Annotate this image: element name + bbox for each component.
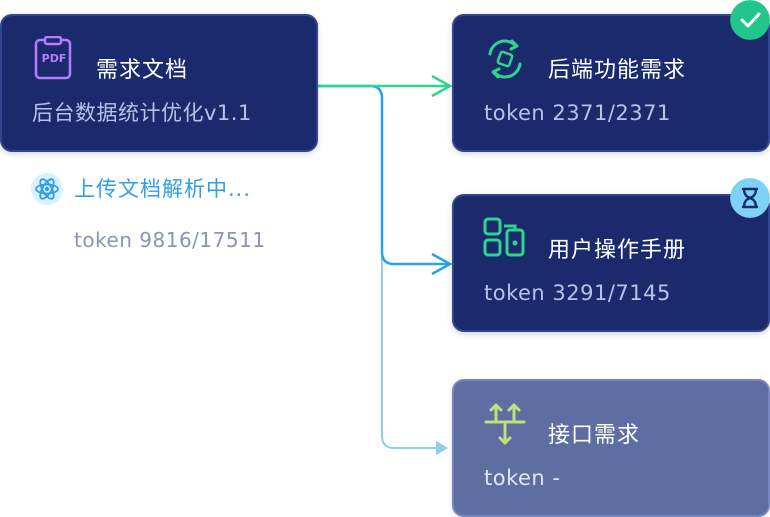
arrowhead-api-requirements — [436, 441, 448, 455]
target-card-user-manual[interactable]: 用户操作手册 token 3291/7145 — [452, 194, 770, 332]
parsing-token-count: token 9816/17511 — [74, 228, 266, 252]
target-card-backend-requirements[interactable]: 后端功能需求 token 2371/2371 — [452, 14, 770, 152]
pdf-icon-label: PDF — [41, 52, 67, 65]
target-card-api-requirements[interactable]: 接口需求 token - — [452, 379, 770, 517]
target-title: 用户操作手册 — [548, 238, 687, 263]
merge-arrows-icon — [484, 403, 526, 445]
target-title: 接口需求 — [548, 423, 641, 448]
hourglass-icon — [730, 178, 770, 218]
atom-icon — [31, 173, 63, 205]
target-token-count: token 3291/7145 — [484, 281, 671, 305]
source-document-card[interactable]: PDF 需求文档 后台数据统计优化v1.1 — [0, 14, 318, 152]
arrowhead-user-manual — [431, 252, 453, 276]
source-title: 需求文档 — [96, 58, 189, 83]
layout-blocks-icon — [483, 217, 525, 257]
target-token-count: token - — [484, 466, 561, 490]
target-title: 后端功能需求 — [548, 58, 687, 83]
checkmark-icon — [730, 0, 770, 40]
refresh-cycle-icon — [488, 39, 522, 79]
source-subtitle: 后台数据统计优化v1.1 — [32, 101, 252, 125]
pdf-document-icon — [34, 36, 72, 80]
target-token-count: token 2371/2371 — [484, 101, 671, 125]
connector-to-user-manual — [318, 84, 448, 266]
parsing-status-text: 上传文档解析中... — [74, 177, 252, 201]
arrowhead-backend-requirements — [431, 74, 453, 98]
